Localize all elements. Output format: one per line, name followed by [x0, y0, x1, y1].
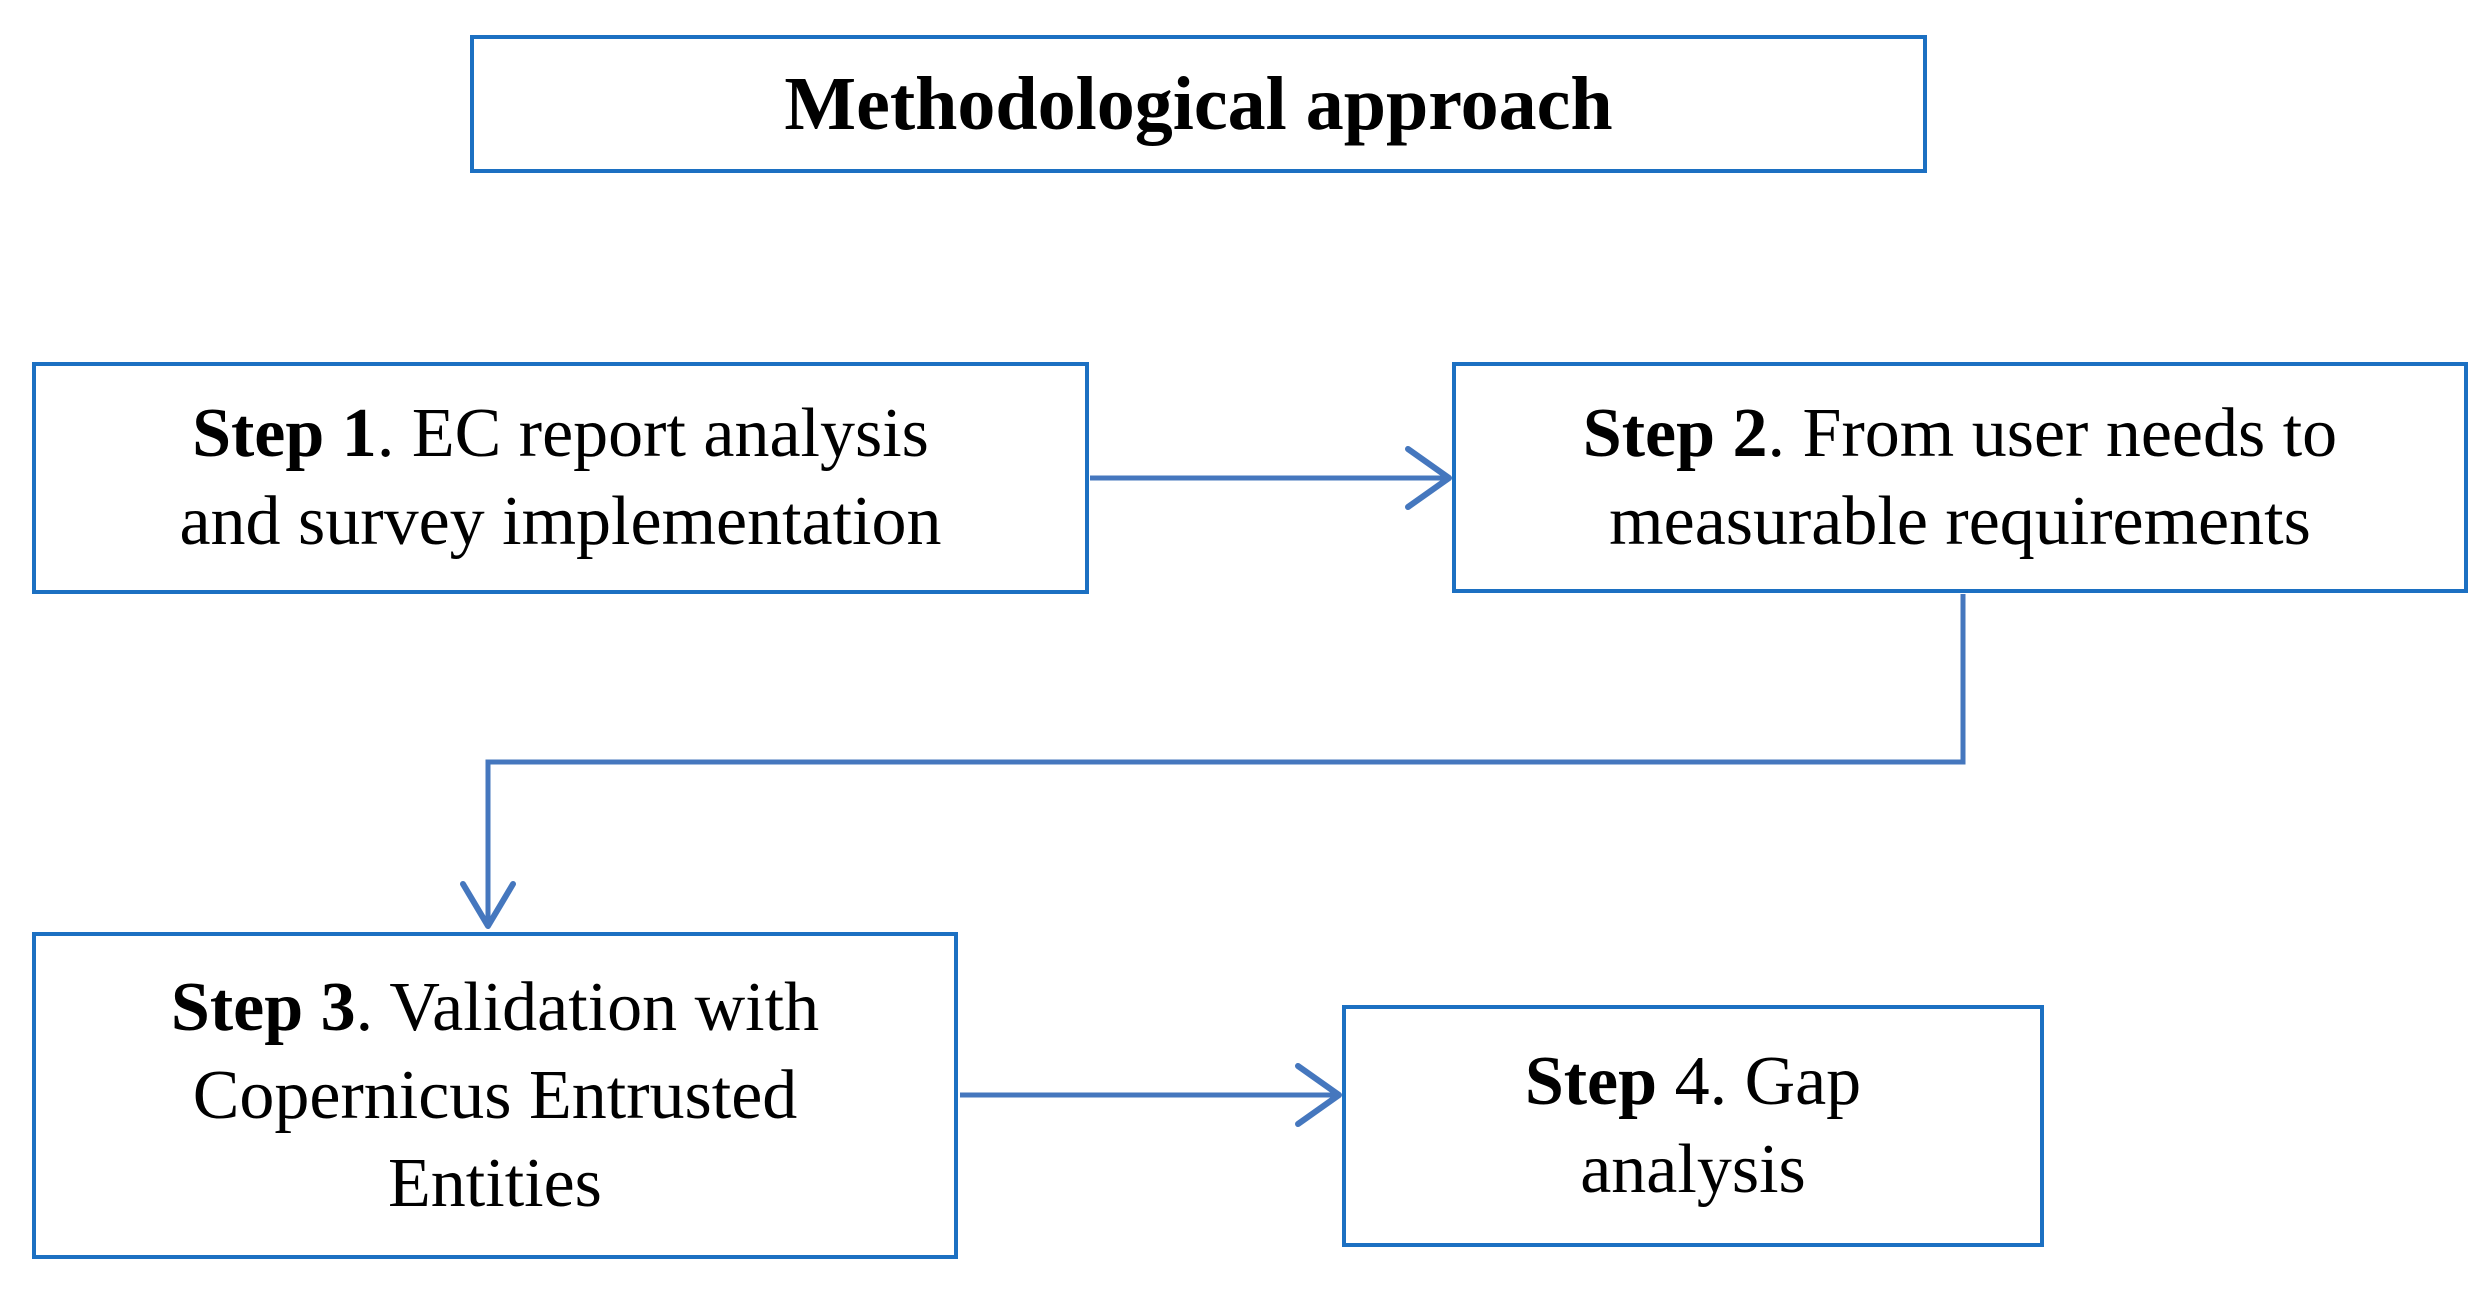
step1-text: Step 1. EC report analysis and survey im…: [179, 390, 941, 566]
arrow-right-icon: [1405, 446, 1452, 510]
step3-text: Step 3. Validation with Copernicus Entru…: [171, 964, 819, 1228]
step1-label-rest: . EC report analysis and survey implemen…: [179, 395, 942, 560]
step4-label-rest: 4. Gap analysis: [1580, 1043, 1862, 1208]
step2-label-bold: Step 2: [1582, 394, 1768, 472]
step4-box: Step 4. Gap analysis: [1342, 1005, 2044, 1247]
arrow-down-icon: [460, 881, 516, 929]
title-text: Methodological approach: [784, 61, 1613, 146]
step4-text: Step 4. Gap analysis: [1525, 1038, 1861, 1214]
title-box: Methodological approach: [470, 35, 1927, 173]
step4-label-bold: Step: [1524, 1043, 1658, 1120]
step3-label-rest: . Validation with Copernicus Entrusted E…: [192, 968, 820, 1222]
step2-text: Step 2. From user needs to measurable re…: [1583, 390, 2337, 566]
step1-label-bold: Step 1: [192, 395, 377, 472]
connector-step1-to-step2: [1090, 446, 1452, 510]
step2-box: Step 2. From user needs to measurable re…: [1452, 362, 2468, 593]
step1-box: Step 1. EC report analysis and survey im…: [32, 362, 1089, 594]
connector-step3-to-step4: [960, 1063, 1342, 1127]
step2-label-rest: . From user needs to measurable requirem…: [1609, 394, 2338, 560]
connector-step2-to-step3: [460, 594, 1966, 929]
step3-label-bold: Step 3: [170, 968, 356, 1046]
arrow-right-icon: [1295, 1063, 1342, 1127]
step3-box: Step 3. Validation with Copernicus Entru…: [32, 932, 958, 1259]
